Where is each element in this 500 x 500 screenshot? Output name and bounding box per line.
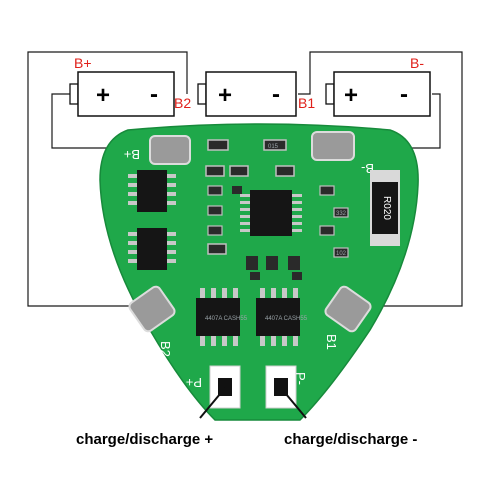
battery-cell-left: + - xyxy=(69,71,175,117)
cell-minus-sign: - xyxy=(400,81,408,108)
battery-cell-middle: + - xyxy=(197,71,297,117)
ic-left-bottom xyxy=(128,228,176,270)
pcb-board: B+ B- B2 B1 P+ P- xyxy=(99,123,419,421)
resistor-r020: R020 xyxy=(370,170,400,246)
pad-b1 xyxy=(324,285,372,333)
pad-b-minus xyxy=(311,131,355,161)
mosfet-right: 4407A CASH55 xyxy=(256,288,308,346)
wire-b-plus xyxy=(51,93,158,149)
silk-b-plus: B+ xyxy=(124,147,140,162)
smd-components: 015 332 102 xyxy=(205,139,349,280)
pad-b2 xyxy=(128,285,176,333)
label-b-minus: B- xyxy=(410,55,424,71)
caption-charge-plus: charge/discharge + xyxy=(76,431,213,448)
silk-b1: B1 xyxy=(324,334,339,350)
battery-cell-right: + - xyxy=(325,71,431,117)
silk-b2: B2 xyxy=(158,341,173,357)
pointer-right xyxy=(280,387,307,419)
wire-b2 xyxy=(27,51,188,307)
mosfet-marking: 4407A CASH55 xyxy=(205,316,248,322)
resistor-marking: R020 xyxy=(381,196,392,220)
label-b-plus: B+ xyxy=(74,55,92,71)
mark-332: 332 xyxy=(336,211,347,217)
cell-plus-sign: + xyxy=(344,82,358,109)
ic-controller xyxy=(240,190,302,236)
pointer-left xyxy=(199,387,226,419)
mosfet-left: 4407A CASH55 xyxy=(196,288,248,346)
silk-p-minus: P- xyxy=(293,372,308,385)
silk-p-plus: P+ xyxy=(186,375,202,390)
pad-b-plus xyxy=(149,135,191,165)
mark-015: 015 xyxy=(268,144,279,150)
label-b1: B1 xyxy=(298,95,315,111)
ic-left-top xyxy=(128,170,176,212)
cell-plus-sign: + xyxy=(218,82,232,109)
cell-minus-sign: - xyxy=(150,81,158,108)
mark-102: 102 xyxy=(336,251,347,257)
mosfet-marking: 4407A CASH55 xyxy=(265,316,308,322)
caption-charge-minus: charge/discharge - xyxy=(284,431,417,448)
cell-plus-sign: + xyxy=(96,82,110,109)
cell-minus-sign: - xyxy=(272,81,280,108)
label-b2: B2 xyxy=(174,95,191,111)
wire-b1 xyxy=(298,51,463,307)
